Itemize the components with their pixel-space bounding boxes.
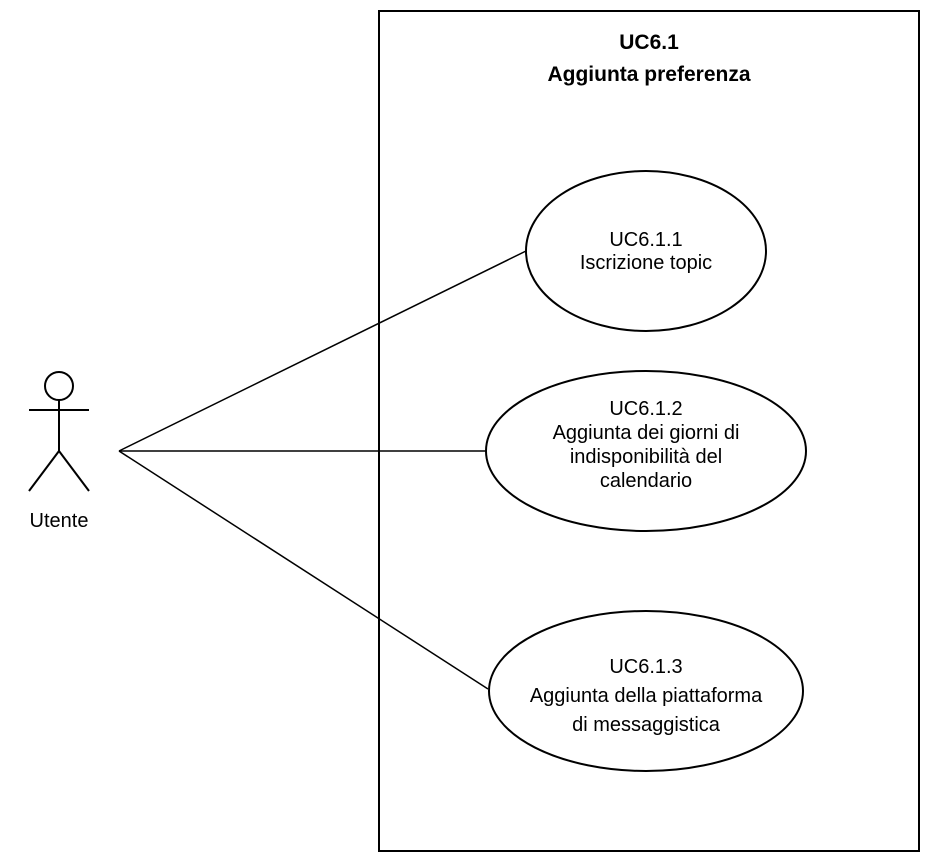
use-case-text-line: Iscrizione topic [579,252,713,274]
actor-label: Utente [29,510,89,532]
use-case-label-uc611: UC6.1.1 Iscrizione topic [526,229,766,275]
use-case-text-line: calendario [599,470,693,492]
use-case-text-line: Aggiunta dei giorni di [552,422,740,444]
system-name: Aggiunta preferenza [547,63,751,86]
use-case-id: UC6.1.3 [609,656,683,678]
use-case-text-line: di messaggistica [572,714,720,736]
use-case-text-line: indisponibilità del [569,446,723,468]
use-case-text-line: Aggiunta della piattaforma [529,685,763,707]
actor-stick-figure-icon[interactable] [28,371,90,492]
association-line-uc611 [118,250,527,452]
use-case-label-uc613: UC6.1.3 Aggiunta della piattaforma di me… [489,653,803,740]
use-case-label-uc612: UC6.1.2 Aggiunta dei giorni di indisponi… [486,397,806,493]
system-id: UC6.1 [619,31,679,54]
use-case-ellipse-uc613[interactable] [488,610,804,772]
use-case-ellipse-uc611[interactable] [525,170,767,332]
system-title: UC6.1 Aggiunta preferenza [479,27,819,91]
use-case-id: UC6.1.2 [609,398,683,420]
association-line-uc613 [118,450,489,690]
use-case-id: UC6.1.1 [609,229,683,251]
use-case-ellipse-uc612[interactable] [485,370,807,532]
